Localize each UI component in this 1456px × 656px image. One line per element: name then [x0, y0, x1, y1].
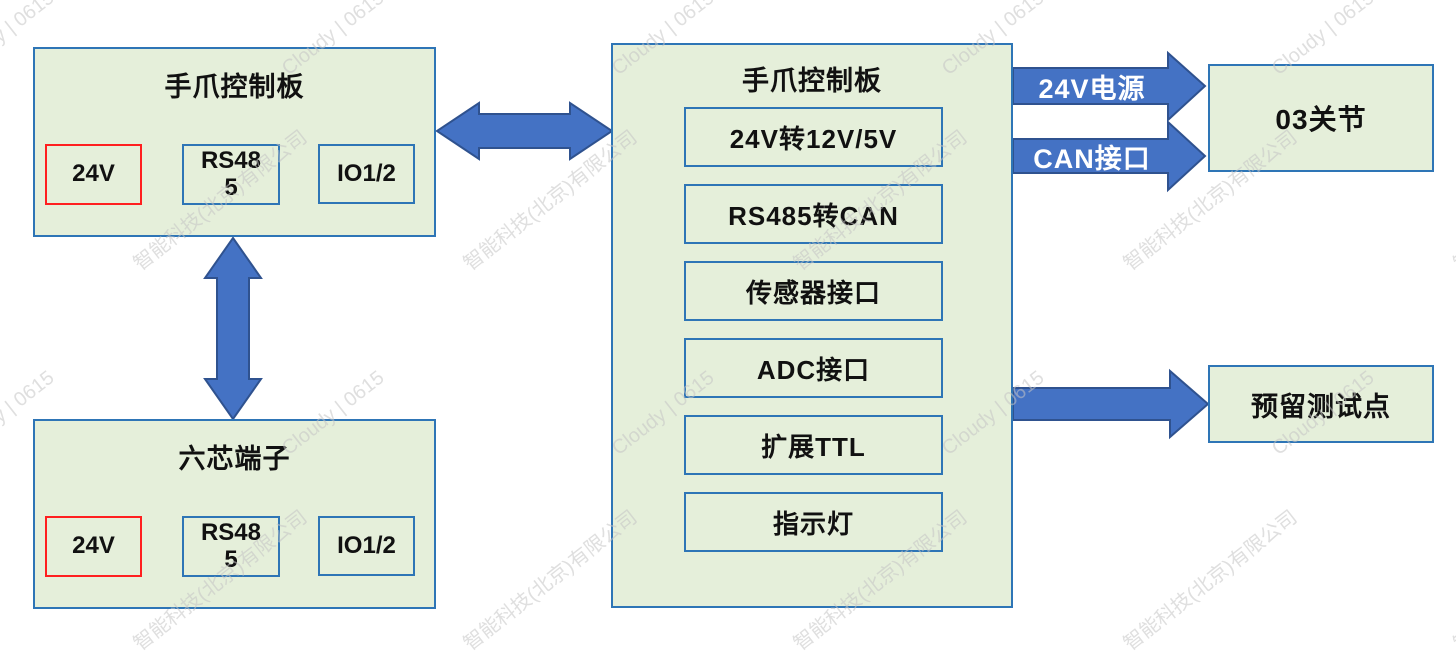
six-core-terminal-title: 六芯端子 — [178, 444, 291, 474]
port-24v-label: 24V — [72, 160, 115, 188]
port-rs485-label: RS485 — [200, 518, 262, 573]
port-24v: 24V — [45, 516, 142, 577]
port-rs485: RS485 — [182, 144, 280, 205]
arrow-label-24v-power: 24V电源 — [1038, 73, 1146, 104]
arrow-can-interface — [1012, 119, 1207, 193]
arrow-label-can-interface: CAN接口 — [1033, 143, 1151, 174]
port-io12-label: IO1/2 — [337, 159, 396, 187]
port-rs485-label: RS485 — [200, 146, 262, 201]
module-rs485-to-can: RS485转CAN — [684, 184, 943, 244]
module-24v-to-12v-5v: 24V转12V/5V — [684, 107, 943, 167]
bidirectional-arrow-horizontal — [435, 101, 614, 161]
port-io12: IO1/2 — [318, 516, 415, 576]
arrow-24v-power — [1012, 50, 1207, 123]
module-sensor-interface: 传感器接口 — [684, 261, 943, 321]
reserved-test-point-box: 预留测试点 — [1208, 365, 1434, 443]
port-io12: IO1/2 — [318, 144, 415, 204]
module-indicator-light: 指示灯 — [684, 492, 943, 552]
port-24v-label: 24V — [72, 532, 115, 560]
bidirectional-arrow-vertical — [203, 236, 263, 421]
gripper-control-board-detail-box: 手爪控制板 24V转12V/5V RS485转CAN 传感器接口 ADC接口 扩… — [611, 43, 1013, 608]
module-adc-interface: ADC接口 — [684, 338, 943, 398]
gripper-control-board-detail-title: 手爪控制板 — [742, 66, 882, 96]
joint-03-box: 03关节 — [1208, 64, 1434, 172]
gripper-control-board-title: 手爪控制板 — [164, 72, 305, 102]
six-core-terminal-box: 六芯端子 24V RS485 IO1/2 — [33, 419, 436, 609]
gripper-control-board-box: 手爪控制板 24V RS485 IO1/2 — [33, 47, 436, 237]
port-io12-label: IO1/2 — [337, 531, 396, 559]
port-rs485: RS485 — [182, 516, 280, 577]
arrow-test-point — [1012, 368, 1210, 440]
module-expansion-ttl: 扩展TTL — [684, 415, 943, 475]
port-24v: 24V — [45, 144, 142, 205]
